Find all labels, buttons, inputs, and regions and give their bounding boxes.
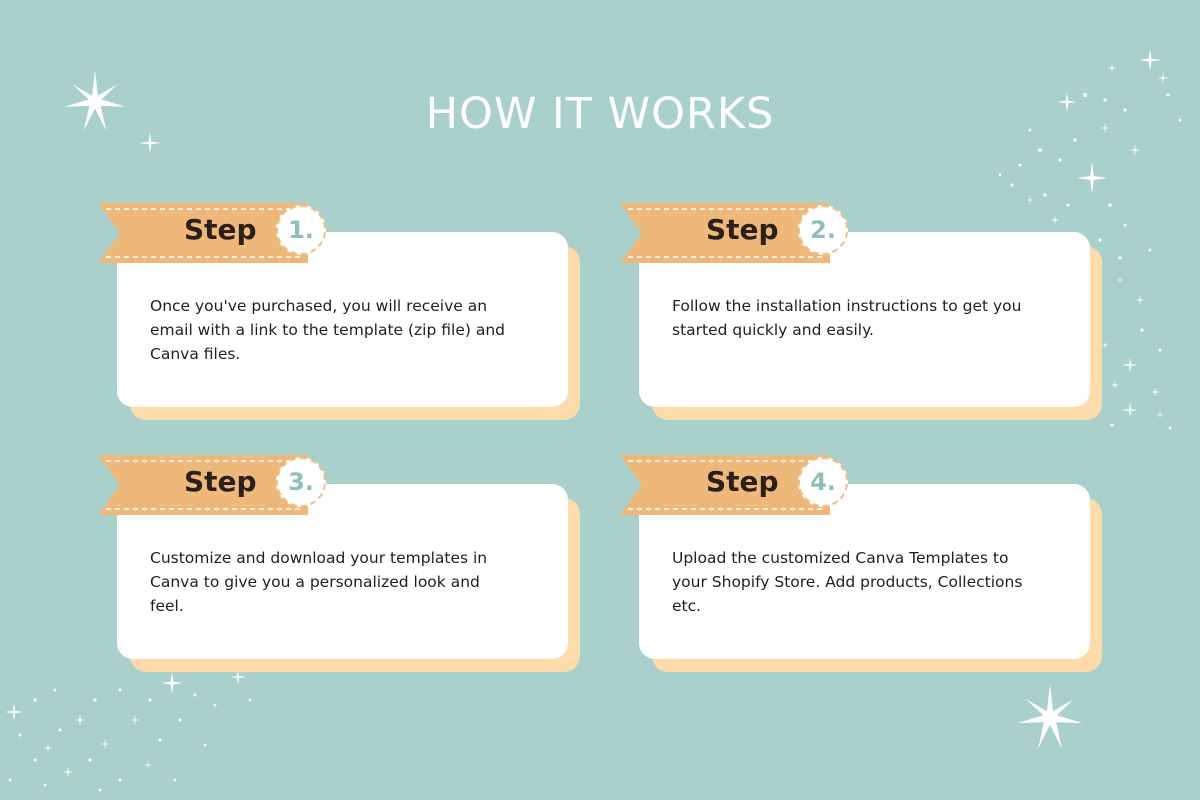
step-description: Customize and download your templates in…	[150, 549, 488, 615]
sparkle-icon	[1122, 357, 1138, 373]
sparkle-icon	[1122, 402, 1138, 418]
sparkle-icon	[1017, 684, 1083, 749]
step-description: Upload the customized Canva Templates to…	[672, 549, 1023, 615]
sparkle-icon	[161, 672, 183, 694]
step-number: 3.	[276, 457, 326, 507]
step-number: 4.	[798, 457, 848, 507]
page-title: HOW IT WORKS	[425, 89, 775, 139]
step-card-4: Step 4. Upload the customized Canva Temp…	[620, 452, 1102, 672]
ribbon-banner	[98, 203, 308, 263]
sparkle-icon	[1157, 72, 1169, 84]
step-label: Step	[706, 465, 779, 498]
sparkle-icon	[100, 739, 110, 749]
step-description: Once you've purchased, you will receive …	[150, 297, 505, 363]
sparkle-icon	[43, 743, 53, 753]
sparkle-icon	[74, 714, 86, 726]
sparkle-icon	[1129, 144, 1141, 156]
step-number: 1.	[276, 205, 326, 255]
step-label: Step	[184, 465, 257, 498]
step-description: Follow the installation instructions to …	[672, 297, 1022, 339]
step-card-3: Step 3. Customize and download your temp…	[98, 452, 580, 672]
step-label: Step	[706, 213, 779, 246]
sparkle-icon	[1116, 276, 1124, 284]
sparkle-icon	[1139, 49, 1161, 71]
step-card-1: Step 1. Once you've purchased, you will …	[98, 200, 580, 420]
sparkle-icon	[144, 761, 152, 769]
step-number: 2.	[798, 205, 848, 255]
sparkle-icon	[1107, 63, 1117, 73]
sparkle-icon	[5, 703, 23, 721]
ribbon-banner	[620, 455, 830, 515]
sparkle-icon	[1135, 295, 1145, 305]
sparkle-icon	[1156, 411, 1164, 419]
sparkle-icon	[1150, 387, 1160, 397]
sparkle-icon	[1110, 380, 1120, 390]
sparkle-icon	[62, 766, 74, 778]
sparkle-icon	[130, 715, 140, 725]
ribbon-banner	[98, 455, 308, 515]
sparkle-icon	[1076, 162, 1108, 194]
ribbon-banner	[620, 203, 830, 263]
step-label: Step	[184, 213, 257, 246]
step-card-2: Step 2. Follow the installation instruct…	[620, 200, 1102, 420]
